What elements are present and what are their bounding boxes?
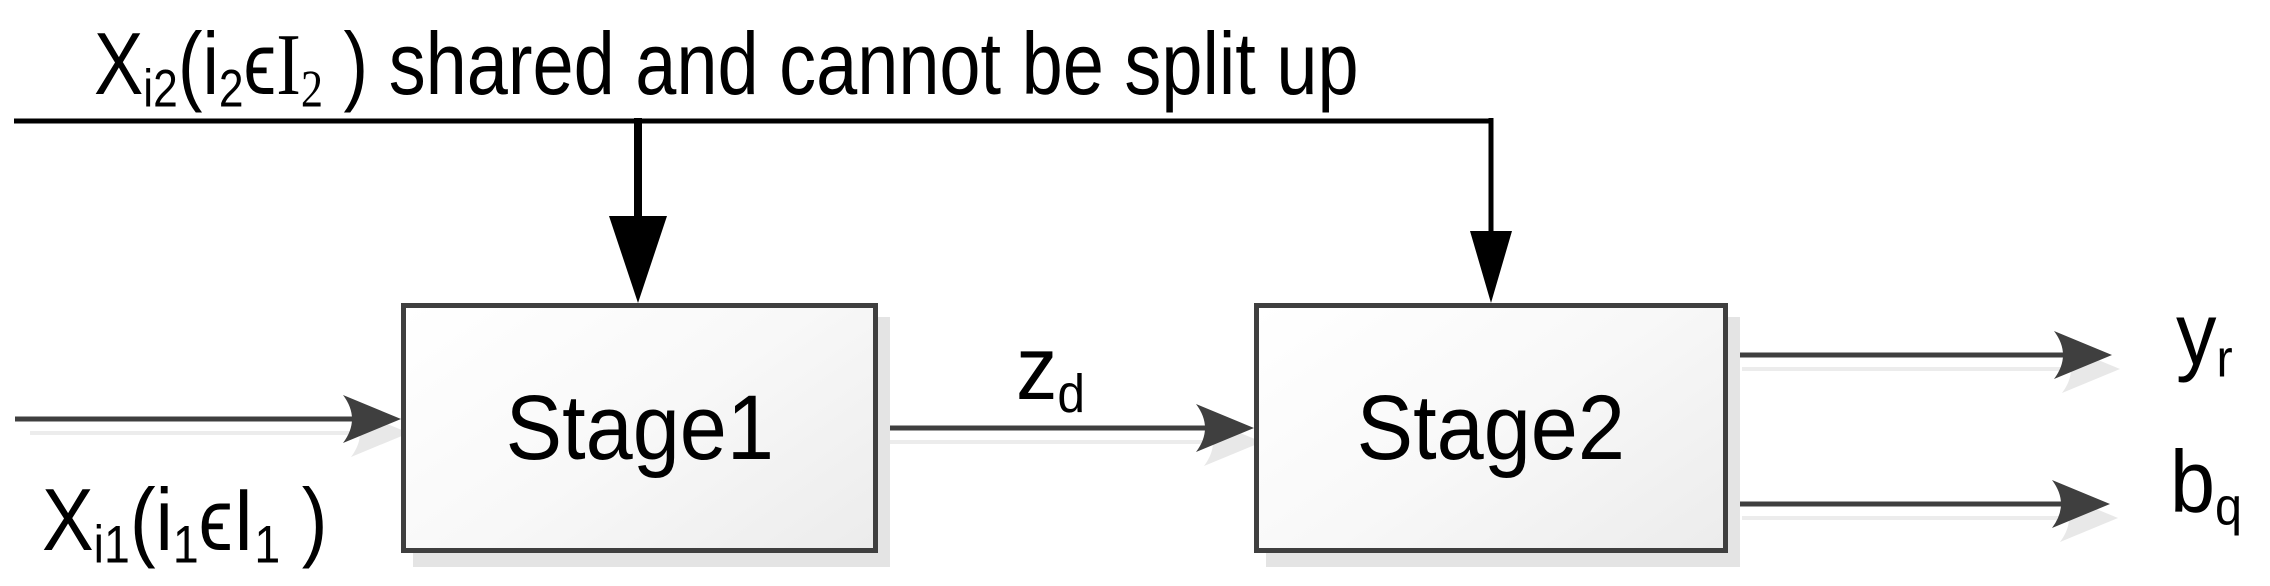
output2-label-sub: q [2215,477,2243,537]
right-arrowhead-icon [1196,404,1254,452]
input1-label-base: X [42,470,94,569]
down-arrowhead-icon [1470,231,1512,303]
intermediate-label: zd [1016,320,1085,424]
input1-label-close: ) [280,470,328,569]
right-arrowhead-icon [2054,331,2112,379]
input1-label-sub: i1 [93,515,130,575]
right-arrowhead-icon [2052,480,2110,528]
output1-label-sub: r [2216,329,2233,389]
shared-label-sub: i2 [143,59,178,119]
intermediate-label-base: z [1016,319,1058,419]
output1-label: yr [2176,284,2233,389]
shared-label-set-sub: 2 [300,60,324,119]
stage2-box: Stage2 [1254,303,1728,553]
input1-label-paren: (i [129,470,173,569]
output2-label: bq [2170,432,2243,537]
input1-label-set: I [232,470,255,569]
input1-arrow [15,395,409,457]
shared-input-label: Xi2(i2ϵI2 ) shared and cannot be split u… [94,14,1359,119]
shared-label-close: ) [323,14,369,113]
input1-label-sub2: 1 [172,515,199,575]
shared-label-paren: (i [177,14,219,113]
stage1-box: Stage1 [401,303,878,553]
shared-drop-stage2 [1470,118,1512,303]
intermediate-label-sub: d [1057,363,1086,424]
shared-label-base: X [94,14,144,113]
output2-label-base: b [2170,432,2216,531]
shared-label-sub2: 2 [218,59,244,119]
output1-arrow [1728,331,2120,393]
shared-drop-stage1 [609,118,667,303]
intermediate-arrow [878,404,1262,466]
stage2-label: Stage2 [1356,377,1626,479]
element-of-symbol: ϵ [243,14,277,113]
stage1-label: Stage1 [505,377,774,479]
output1-label-base: y [2176,284,2217,383]
shared-label-text: shared and cannot be split up [368,14,1359,113]
right-arrowhead-icon [343,395,401,443]
input1-label: Xi1(i1ϵI1 ) [42,470,328,575]
input1-label-set-sub: 1 [254,515,281,575]
element-of-symbol: ϵ [198,470,233,569]
output2-arrow [1728,480,2118,542]
shared-label-set: I [276,17,301,114]
down-arrowhead-icon [609,216,667,303]
